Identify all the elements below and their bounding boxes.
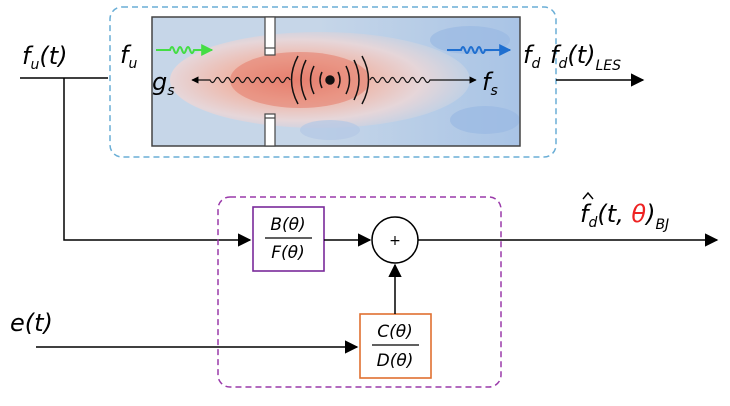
theta-highlight: θ	[631, 200, 646, 228]
reflected-wave-squiggle	[191, 76, 291, 84]
downstream-wave-squiggle	[447, 44, 512, 56]
flame-core	[230, 52, 370, 108]
acoustic-source-icon	[290, 55, 370, 105]
plant-transfer-function-block: B(θ) F(θ)	[252, 206, 325, 272]
flow-patch	[450, 106, 520, 134]
summing-junction: +	[371, 216, 419, 264]
les-simulation-panel: fu gs fs fd	[109, 6, 557, 158]
noise-transfer-function-block: C(θ) D(θ)	[359, 313, 432, 379]
sum-node-symbol: +	[389, 233, 401, 249]
combustor-outline	[151, 16, 521, 147]
bj-dashed-frame	[217, 196, 502, 388]
injector-slot-top	[264, 16, 276, 56]
plant-denominator: F(θ)	[271, 243, 304, 263]
flow-patch	[430, 26, 510, 54]
reflected-wave-label: gs	[152, 68, 175, 99]
input-signal-label: fu(t)	[22, 42, 67, 73]
bj-output-hat	[582, 191, 594, 200]
flow-patch	[300, 120, 360, 140]
upstream-plenum-wall	[112, 17, 152, 146]
bj-output-label: fd(t, θ)BJ	[580, 200, 669, 233]
injector-slot-bottom	[264, 113, 276, 147]
box-jenkins-model-panel: B(θ) F(θ) + C(θ) D(θ)	[217, 196, 502, 388]
input-branch-line	[63, 78, 252, 247]
noise-denominator: D(θ)	[377, 351, 414, 371]
source-wave-squiggle	[369, 76, 477, 84]
downstream-exit-wall	[520, 17, 554, 146]
les-dashed-frame	[109, 6, 557, 158]
plant-numerator: B(θ)	[270, 215, 305, 235]
les-output-label: fd(t)LES	[550, 41, 621, 74]
upstream-wave-squiggle	[156, 44, 214, 56]
noise-input-label: e(t)	[10, 309, 53, 337]
noise-numerator: C(θ)	[377, 322, 413, 342]
